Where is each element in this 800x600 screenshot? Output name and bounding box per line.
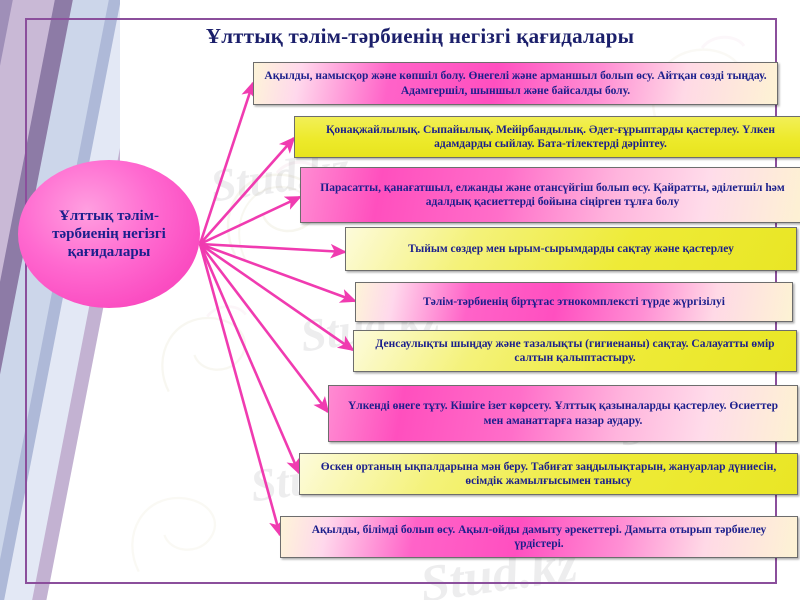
arrow-to-box-3 [199,195,302,246]
content-box-text: Тыйым сөздер мен ырым-сырымдарды сақтау … [408,242,734,255]
content-box-text: Үлкенді өнеге тұту. Кішіге ізет көрсету.… [347,400,779,427]
content-box-9[interactable]: Ақылды, білімді болып өсу. Ақыл-ойды дам… [280,516,798,558]
center-node[interactable]: Ұлттық тәлім-тәрбиенің негізгі қағидалар… [18,160,200,308]
arrow-to-box-5 [199,242,357,303]
content-box-7[interactable]: Үлкенді өнеге тұту. Кішіге ізет көрсету.… [328,385,798,442]
page-title: Ұлттық тәлім-тәрбиенің негізгі қағидалар… [205,24,635,48]
arrow-to-box-6 [199,242,355,352]
arrow-to-box-7 [198,243,330,414]
content-box-6[interactable]: Денсаулықты шыңдау және тазалықты (гигие… [353,330,797,372]
content-box-text: Қонақжайлылық. Сыпайылық. Мейірбандылық.… [326,123,775,150]
content-box-4[interactable]: Тыйым сөздер мен ырым-сырымдарды сақтау … [345,227,797,271]
content-box-text: Ақылды, намысқор және көпшіл болу. Өнеге… [264,70,767,97]
content-box-text: Денсаулықты шыңдау және тазалықты (гигие… [375,337,775,364]
content-box-8[interactable]: Өскен ортаның ықпалдарына мән беру. Таби… [299,453,798,495]
center-node-label: Ұлттық тәлім-тәрбиенің негізгі қағидалар… [52,207,166,261]
content-box-text: Ақылды, білімді болып өсу. Ақыл-ойды дам… [311,523,767,550]
arrow-to-box-4 [199,242,348,259]
arrow-group [198,81,357,538]
arrow-to-box-8 [198,243,301,475]
arrow-to-box-9 [198,243,284,538]
arrow-to-box-2 [199,136,296,245]
content-box-text: Тәлім-тәрбиенің біртұтас этнокомплексті … [423,295,725,308]
content-box-1[interactable]: Ақылды, намысқор және көпшіл болу. Өнеге… [253,62,778,105]
content-box-2[interactable]: Қонақжайлылық. Сыпайылық. Мейірбандылық.… [294,116,800,158]
arrow-to-box-1 [198,81,256,245]
content-box-text: Парасатты, қанағатшыл, елжанды және отан… [320,181,785,208]
content-box-3[interactable]: Парасатты, қанағатшыл, елжанды және отан… [300,167,800,223]
content-box-5[interactable]: Тәлім-тәрбиенің біртұтас этнокомплексті … [355,282,793,322]
content-box-text: Өскен ортаның ықпалдарына мән беру. Таби… [320,460,777,487]
